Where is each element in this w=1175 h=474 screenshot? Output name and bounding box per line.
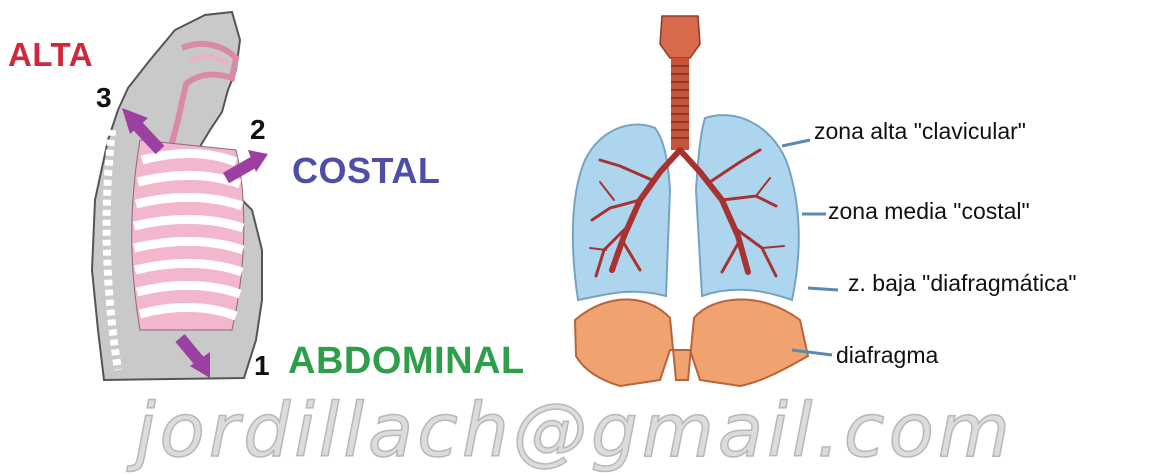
- lung-left: [573, 125, 670, 300]
- zone-middle-label: zona media "costal": [828, 198, 1030, 225]
- zone-upper-label: zona alta "clavicular": [814, 118, 1026, 145]
- breathing-zones-diagram: ALTA COSTAL ABDOMINAL 3 2 1: [0, 0, 1175, 454]
- email-watermark: jordillach@gmail.com: [135, 388, 1014, 474]
- leader-lower: [808, 288, 838, 290]
- trachea: [660, 16, 700, 150]
- leader-upper: [782, 140, 810, 146]
- zone-lower-label: z. baja "diafragmática": [848, 270, 1077, 297]
- diaphragm: [575, 299, 808, 386]
- lungs-illustration: [0, 0, 1175, 454]
- zone-diaphragm-label: diafragma: [836, 342, 938, 369]
